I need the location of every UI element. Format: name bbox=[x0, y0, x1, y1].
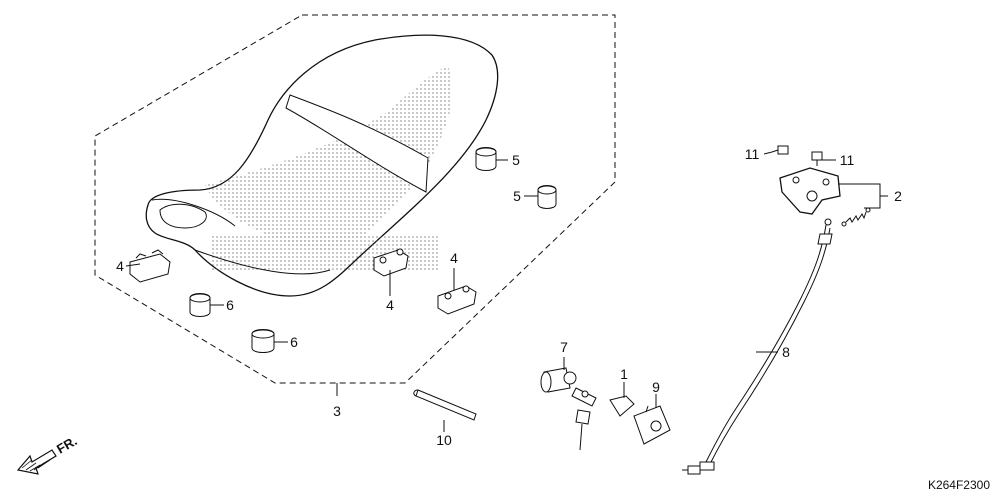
cushion-bottom bbox=[537, 185, 557, 209]
strap bbox=[413, 389, 477, 421]
front-label: FR. bbox=[54, 433, 80, 456]
rubber-mid bbox=[373, 248, 409, 277]
callout-11-left: 11 bbox=[745, 146, 760, 162]
callout-7: 7 bbox=[560, 339, 568, 355]
bolt-left bbox=[771, 145, 789, 155]
seat-assembly-boundary bbox=[94, 14, 616, 384]
seat-lock-cylinder bbox=[540, 367, 597, 451]
callout-2: 2 bbox=[894, 188, 902, 204]
callout-6-top: 6 bbox=[226, 297, 234, 313]
seat-logo-watermark bbox=[205, 65, 452, 250]
front-direction-indicator: FR. bbox=[16, 433, 80, 475]
callout-8: 8 bbox=[782, 344, 790, 360]
callout-4-left: 4 bbox=[116, 258, 124, 274]
rubber-left bbox=[129, 249, 171, 283]
cushion-6-top bbox=[189, 293, 211, 317]
callout-4-mid: 4 bbox=[386, 297, 394, 313]
diagram-code: K264F2300 bbox=[928, 478, 990, 492]
callout-10: 10 bbox=[436, 432, 452, 448]
callout-1: 1 bbox=[620, 366, 628, 382]
rubber-right bbox=[437, 285, 477, 315]
callout-6-bottom: 6 bbox=[290, 334, 298, 350]
seat-lock-cable bbox=[682, 218, 833, 475]
catch-bracket bbox=[779, 167, 841, 215]
callout-9: 9 bbox=[652, 379, 660, 395]
return-spring bbox=[841, 207, 871, 227]
bolt-right bbox=[811, 151, 823, 166]
cushion-6-bottom bbox=[251, 329, 275, 353]
front-arrow-icon bbox=[16, 449, 57, 475]
cushion-top bbox=[475, 147, 497, 171]
plate bbox=[633, 405, 671, 445]
callout-11-right: 11 bbox=[840, 152, 855, 168]
leader-lines bbox=[125, 151, 888, 432]
callout-4-right: 4 bbox=[450, 250, 458, 266]
callout-5-top: 5 bbox=[512, 152, 520, 168]
holder bbox=[609, 395, 635, 417]
seat bbox=[145, 34, 499, 297]
callout-5-bottom: 5 bbox=[513, 188, 521, 204]
callout-3: 3 bbox=[333, 403, 341, 419]
